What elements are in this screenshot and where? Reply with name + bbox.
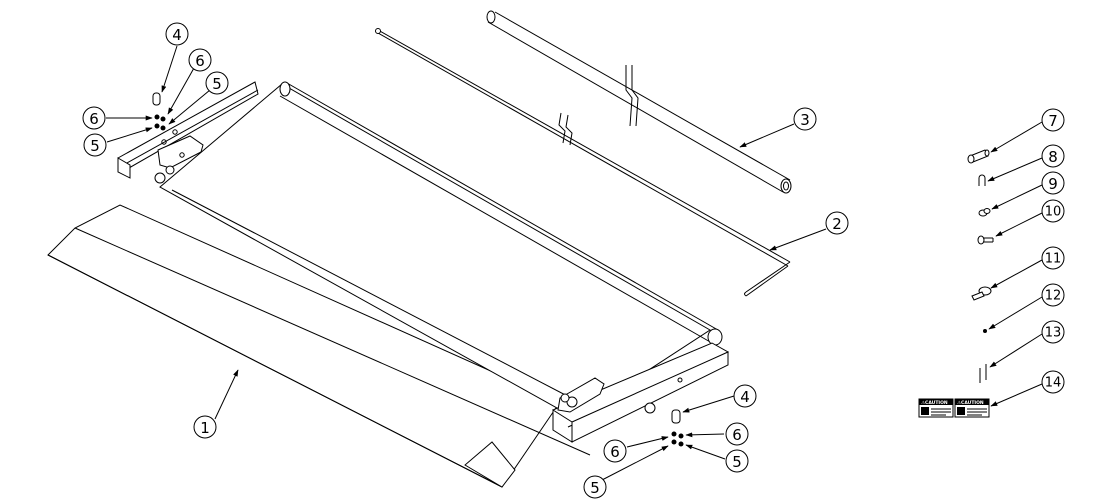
svg-text:9: 9: [1048, 175, 1058, 193]
svg-text:5: 5: [590, 479, 600, 497]
callouts: 1 2 3 4 6 5 6 5 4 6 6 5 5 7 8 9 10 11 12…: [82, 22, 1065, 499]
callout-4-left: 4: [165, 22, 189, 46]
callout-5-right-left: 5: [583, 475, 607, 499]
svg-text:4: 4: [172, 26, 182, 44]
decal-left-text: ⚠CAUTION: [921, 400, 948, 406]
loose-parts: ⚠CAUTION ⚠CAUTION: [918, 149, 994, 418]
svg-text:14: 14: [1045, 376, 1062, 391]
callout-3: 3: [793, 107, 817, 131]
callout-8: 8: [1041, 144, 1065, 168]
bushing-part-7: [967, 149, 990, 164]
svg-text:11: 11: [1045, 252, 1062, 267]
svg-text:10: 10: [1045, 205, 1062, 220]
callout-5-left-top: 5: [205, 71, 229, 95]
svg-text:4: 4: [740, 388, 750, 406]
callout-7: 7: [1041, 108, 1065, 132]
callout-2: 2: [825, 211, 849, 235]
svg-text:5: 5: [90, 137, 100, 155]
callout-13: 13: [1041, 320, 1065, 344]
ramp-tray: [159, 83, 711, 419]
svg-text:6: 6: [732, 426, 742, 444]
svg-text:7: 7: [1048, 112, 1058, 130]
callout-11: 11: [1041, 246, 1065, 270]
callout-6-left-side: 6: [82, 106, 106, 130]
clamp-part-11: [971, 286, 992, 301]
callout-6-right-left: 6: [603, 439, 627, 463]
callout-14: 14: [1041, 370, 1065, 394]
decal-right-text: ⚠CAUTION: [957, 400, 984, 406]
bolt-part-10: [977, 235, 994, 245]
hardware-right: [671, 409, 684, 447]
svg-text:13: 13: [1045, 326, 1062, 341]
svg-text:8: 8: [1048, 148, 1058, 166]
hardware-left: [152, 92, 166, 131]
clip-part-8: [978, 174, 986, 186]
callout-4-right: 4: [733, 384, 757, 408]
pins-part-13: [979, 364, 987, 383]
callout-10: 10: [1041, 199, 1065, 223]
callout-6-left-top: 6: [188, 48, 212, 72]
roller-end: [707, 328, 723, 346]
caution-decals-part-14: ⚠CAUTION ⚠CAUTION: [918, 398, 990, 418]
svg-text:12: 12: [1045, 289, 1062, 304]
nut-part-9: [978, 208, 991, 217]
tube-part-3: [486, 10, 792, 194]
svg-text:6: 6: [195, 52, 205, 70]
svg-text:5: 5: [212, 75, 222, 93]
callout-12: 12: [1041, 283, 1065, 307]
svg-text:6: 6: [89, 110, 99, 128]
leader-lines: [106, 45, 1043, 481]
svg-text:1: 1: [200, 419, 210, 437]
ramp-assembly: [47, 81, 730, 488]
callout-1: 1: [193, 415, 217, 439]
rod-part-2: [375, 28, 791, 297]
callout-6-right-right: 6: [725, 422, 749, 446]
svg-text:3: 3: [800, 111, 810, 129]
callout-9: 9: [1041, 171, 1065, 195]
svg-text:2: 2: [832, 215, 842, 233]
washer-part-12: [983, 329, 987, 333]
svg-text:5: 5: [732, 453, 742, 471]
svg-text:6: 6: [610, 443, 620, 461]
callout-5-right-right: 5: [725, 449, 749, 473]
callout-5-left-side: 5: [83, 133, 107, 157]
